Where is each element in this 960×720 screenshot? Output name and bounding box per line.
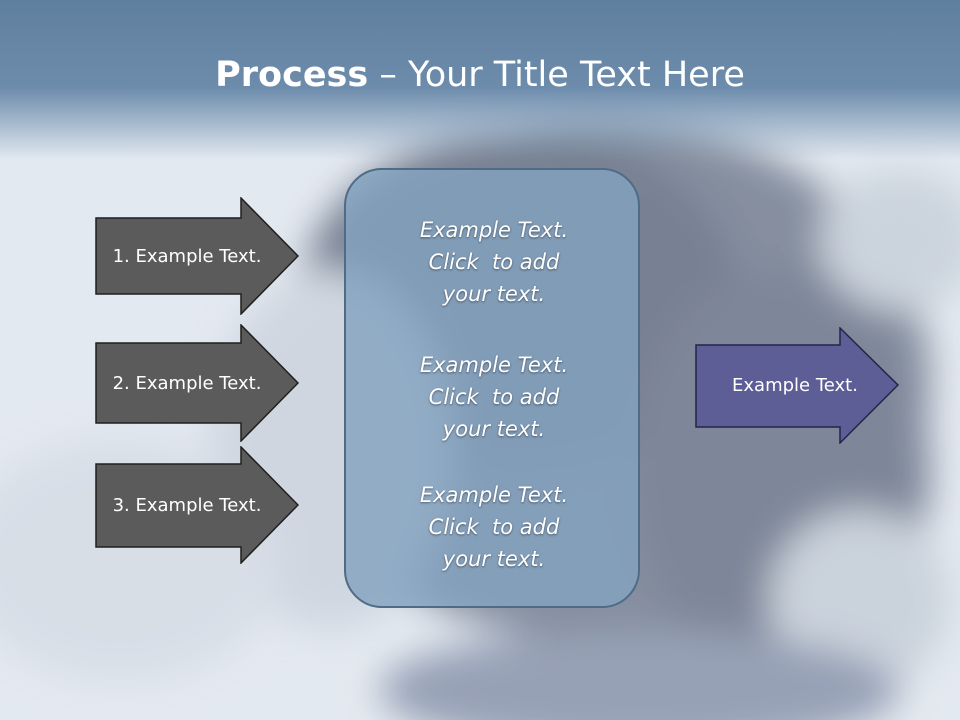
- block-line: Click to add: [428, 385, 560, 409]
- process-arrow-3[interactable]: 3. Example Text.: [95, 446, 299, 564]
- block-line: Example Text.: [419, 353, 569, 377]
- arrow-shape-icon: [95, 197, 299, 315]
- arrow-shape-icon: [695, 327, 899, 444]
- process-arrow-label: 3. Example Text.: [112, 494, 262, 516]
- process-arrow-1[interactable]: 1. Example Text.: [95, 197, 299, 315]
- block-line: Example Text.: [419, 483, 569, 507]
- center-text-block-3[interactable]: Example Text. Click to add your text.: [346, 479, 642, 575]
- process-arrow-label: 2. Example Text.: [112, 372, 262, 394]
- center-text-block-1[interactable]: Example Text. Click to add your text.: [346, 214, 642, 310]
- arrow-shape-icon: [95, 324, 299, 442]
- arrow-shape-icon: [95, 446, 299, 564]
- block-line: your text.: [442, 547, 546, 571]
- output-arrow[interactable]: Example Text.: [695, 327, 899, 444]
- block-line: your text.: [442, 417, 546, 441]
- title-rest: – Your Title Text Here: [368, 55, 745, 95]
- block-line: Click to add: [428, 515, 560, 539]
- center-text-block-2[interactable]: Example Text. Click to add your text.: [346, 349, 642, 445]
- center-text-box[interactable]: Example Text. Click to add your text. Ex…: [344, 168, 640, 608]
- slide-title[interactable]: Process – Your Title Text Here: [0, 52, 960, 98]
- title-bold: Process: [215, 55, 369, 95]
- block-line: your text.: [442, 282, 546, 306]
- block-line: Click to add: [428, 250, 560, 274]
- output-arrow-label: Example Text.: [732, 375, 858, 396]
- process-arrow-label: 1. Example Text.: [112, 245, 262, 267]
- process-arrow-2[interactable]: 2. Example Text.: [95, 324, 299, 442]
- block-line: Example Text.: [419, 218, 569, 242]
- title-band: [0, 0, 960, 160]
